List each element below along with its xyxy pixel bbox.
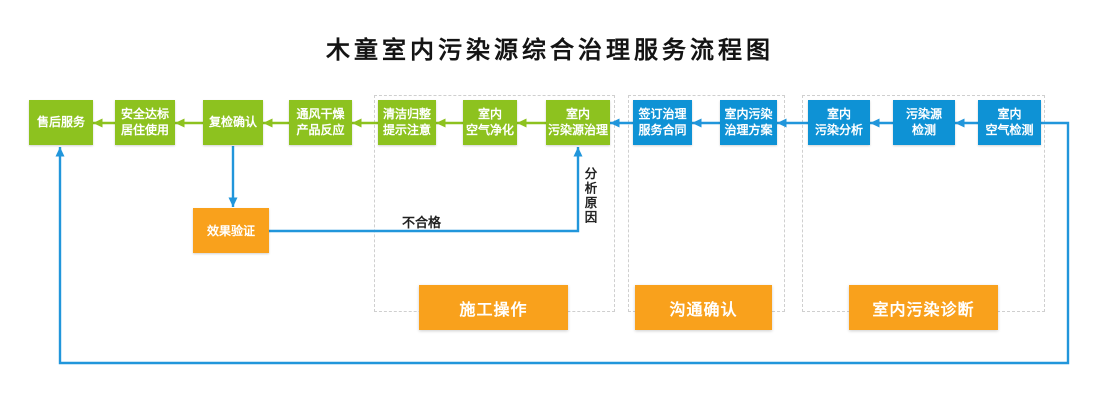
step-pollution-source-treatment: 室内 污染源治理 [546,100,610,145]
step-sign-service-contract: 签订治理 服务合同 [633,100,692,145]
step-after-sales-service: 售后服务 [29,100,93,145]
diagram-title: 木童室内污染源综合治理服务流程图 [326,37,774,64]
step-indoor-air-testing: 室内 空气检测 [978,100,1041,145]
step-pollution-source-testing: 污染源 检测 [893,100,955,145]
step-pollution-analysis: 室内 污染分析 [808,100,870,145]
edge-label-fail: 不合格 [402,215,442,230]
step-ventilation-drying: 通风干燥 产品反应 [289,100,352,145]
group-label-indoor-pollution-diagnosis: 室内污染诊断 [849,285,998,330]
step-treatment-plan: 室内污染 治理方案 [720,100,777,145]
group-label-construction-operation: 施工操作 [419,285,568,330]
step-recheck-confirm: 复检确认 [203,100,263,145]
step-cleanup-notice: 清洁归整 提示注意 [378,100,436,145]
step-indoor-air-purification: 室内 空气净化 [463,100,517,145]
step-safe-occupancy: 安全达标 居住使用 [115,100,175,145]
step-effect-verification: 效果验证 [193,208,269,253]
edge-label-analyze-cause: 分析原因 [582,167,597,225]
group-label-communication-confirm: 沟通确认 [635,285,772,330]
